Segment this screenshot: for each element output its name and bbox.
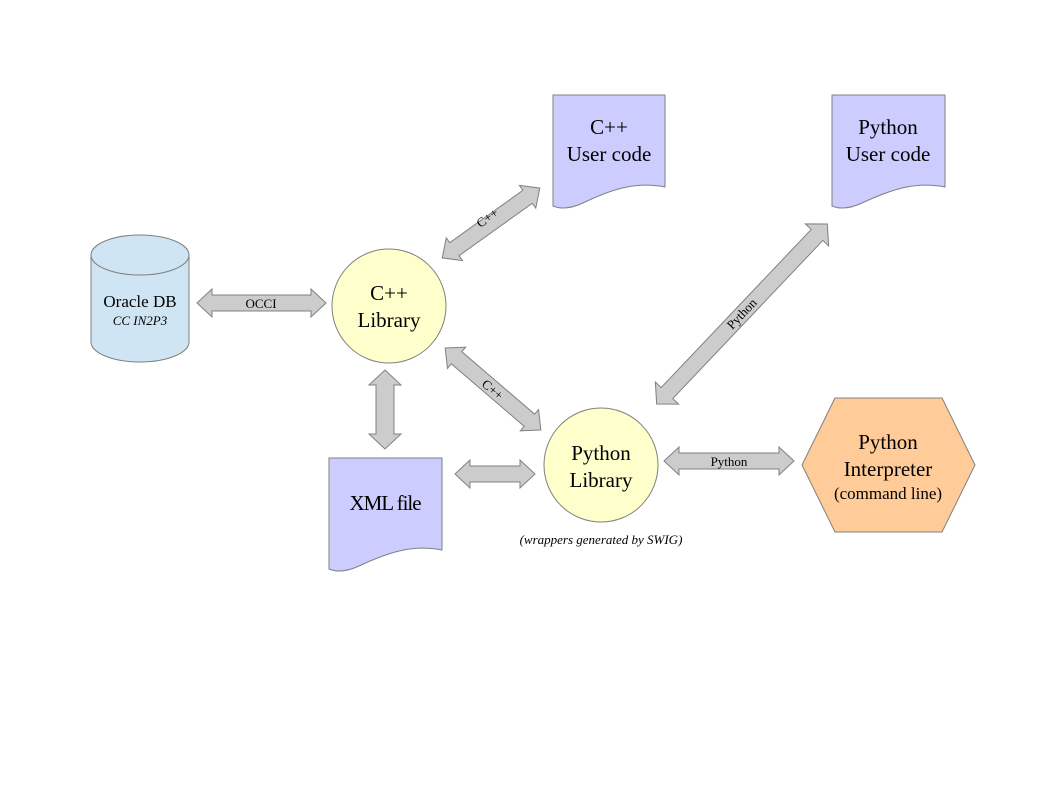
oracle-db-cylinder (90, 255, 190, 363)
xml-to-python-library-arrow (454, 458, 536, 490)
xml-file-label: XML file (349, 491, 421, 515)
python-user-code-node: Python User code (831, 94, 946, 209)
xml-file-node: XML file (328, 457, 443, 572)
python-library-subtitle: Library (570, 468, 633, 492)
python-interpreter-hexagon (801, 397, 976, 533)
python-library-node: Python Library (wrappers generated by SW… (520, 407, 683, 547)
python-to-user-code-arrow (654, 223, 830, 405)
cpp-to-python-library-arrow (444, 346, 542, 432)
python-interpreter-title: Python (858, 430, 918, 454)
cpp-to-user-code-arrow (441, 184, 541, 262)
python-user-code-subtitle: User code (846, 142, 931, 166)
oracle-db-subtitle: CC IN2P3 (113, 313, 168, 328)
cpp-user-code-title: C++ (590, 115, 628, 139)
oracle-db-cylinder-top (90, 234, 190, 276)
oracle-db-node: Oracle DB CC IN2P3 (90, 234, 190, 363)
python-interpreter-note: (command line) (834, 484, 942, 503)
python-to-interpreter-arrow (663, 445, 795, 477)
cpp-to-xml-connector (367, 369, 403, 450)
python-library-title: Python (571, 441, 631, 465)
cpp-library-node: C++ Library (331, 248, 447, 364)
python-interpreter-node: Python Interpreter (command line) (801, 397, 976, 533)
cpp-library-subtitle: Library (358, 308, 421, 332)
cpp-to-user-code-connector: C++ (441, 184, 541, 262)
occi-arrow (196, 287, 327, 319)
occi-connector: OCCI (196, 287, 327, 319)
cpp-library-circle (331, 248, 447, 364)
cpp-user-code-node: C++ User code (552, 94, 666, 209)
oracle-db-title: Oracle DB (103, 292, 176, 311)
cpp-library-title: C++ (370, 281, 408, 305)
python-interpreter-subtitle: Interpreter (844, 457, 933, 481)
python-to-interpreter-label: Python (711, 454, 748, 469)
python-library-circle (543, 407, 659, 523)
python-user-code-title: Python (858, 115, 918, 139)
cpp-to-python-library-connector: C++ (444, 346, 542, 432)
cpp-user-code-subtitle: User code (567, 142, 652, 166)
python-to-user-code-connector: Python (654, 223, 830, 405)
xml-file-document (328, 457, 443, 572)
occi-label: OCCI (245, 296, 276, 311)
cpp-to-xml-arrow (367, 369, 403, 450)
xml-to-python-library-connector (454, 458, 536, 490)
cpp-user-code-document (552, 94, 666, 209)
python-user-code-document (831, 94, 946, 209)
python-library-caption: (wrappers generated by SWIG) (520, 532, 683, 547)
python-to-interpreter-connector: Python (663, 445, 795, 477)
